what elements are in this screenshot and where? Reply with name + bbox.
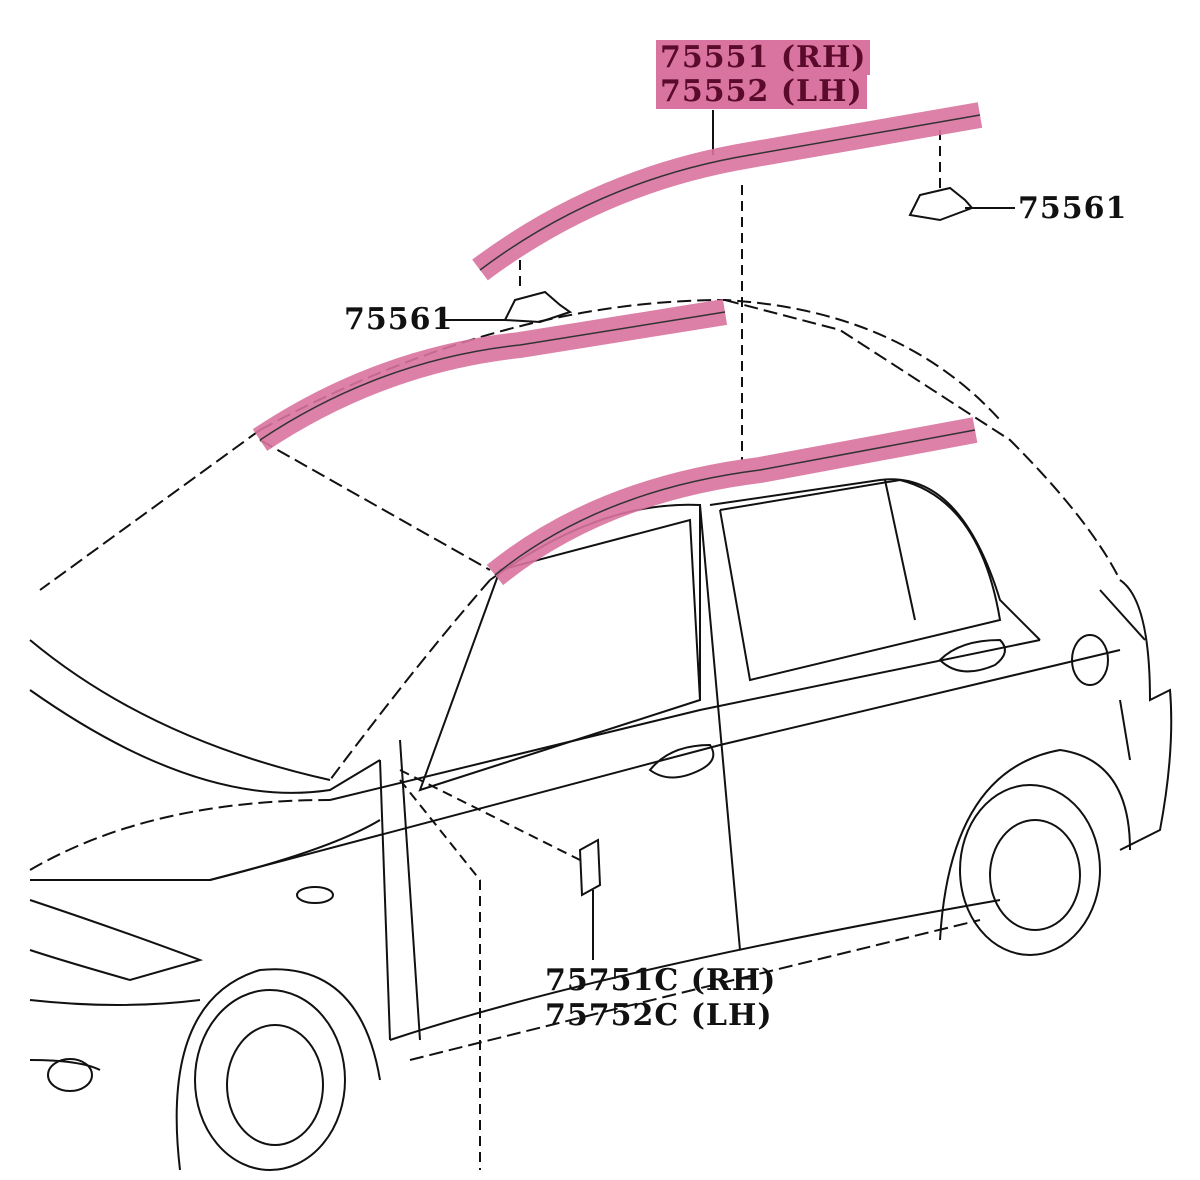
molding-highlight-upper <box>472 102 983 281</box>
label-75551-rh: 75551 (RH) <box>656 40 871 75</box>
label-75561-left: 75561 <box>344 302 454 337</box>
label-75752c-lh: 75752C (LH) <box>545 998 773 1033</box>
label-75552-lh: 75552 (LH) <box>656 74 867 109</box>
molding-highlight-left <box>252 299 728 451</box>
label-75751c-rh: 75751C (RH) <box>545 963 777 998</box>
label-75561-right: 75561 <box>1018 191 1128 226</box>
roof-molding-highlights <box>252 102 983 586</box>
